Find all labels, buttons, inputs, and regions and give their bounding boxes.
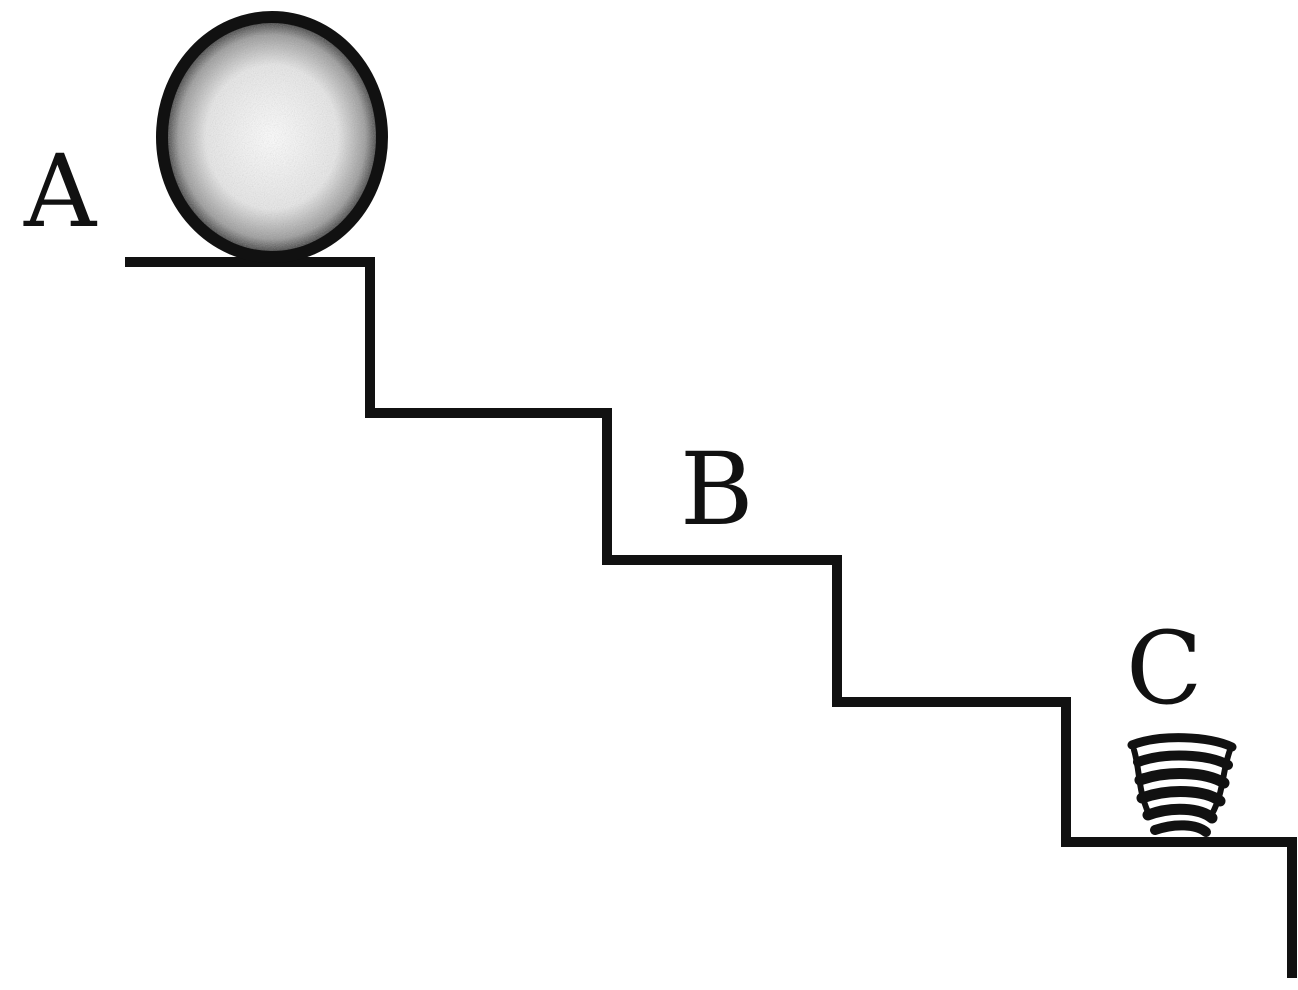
label-a: A — [23, 133, 98, 250]
label-b: B — [680, 431, 754, 548]
spring-icon — [1127, 733, 1237, 837]
staircase — [125, 257, 1297, 978]
ball-icon — [156, 11, 388, 263]
label-c: C — [1126, 610, 1203, 727]
